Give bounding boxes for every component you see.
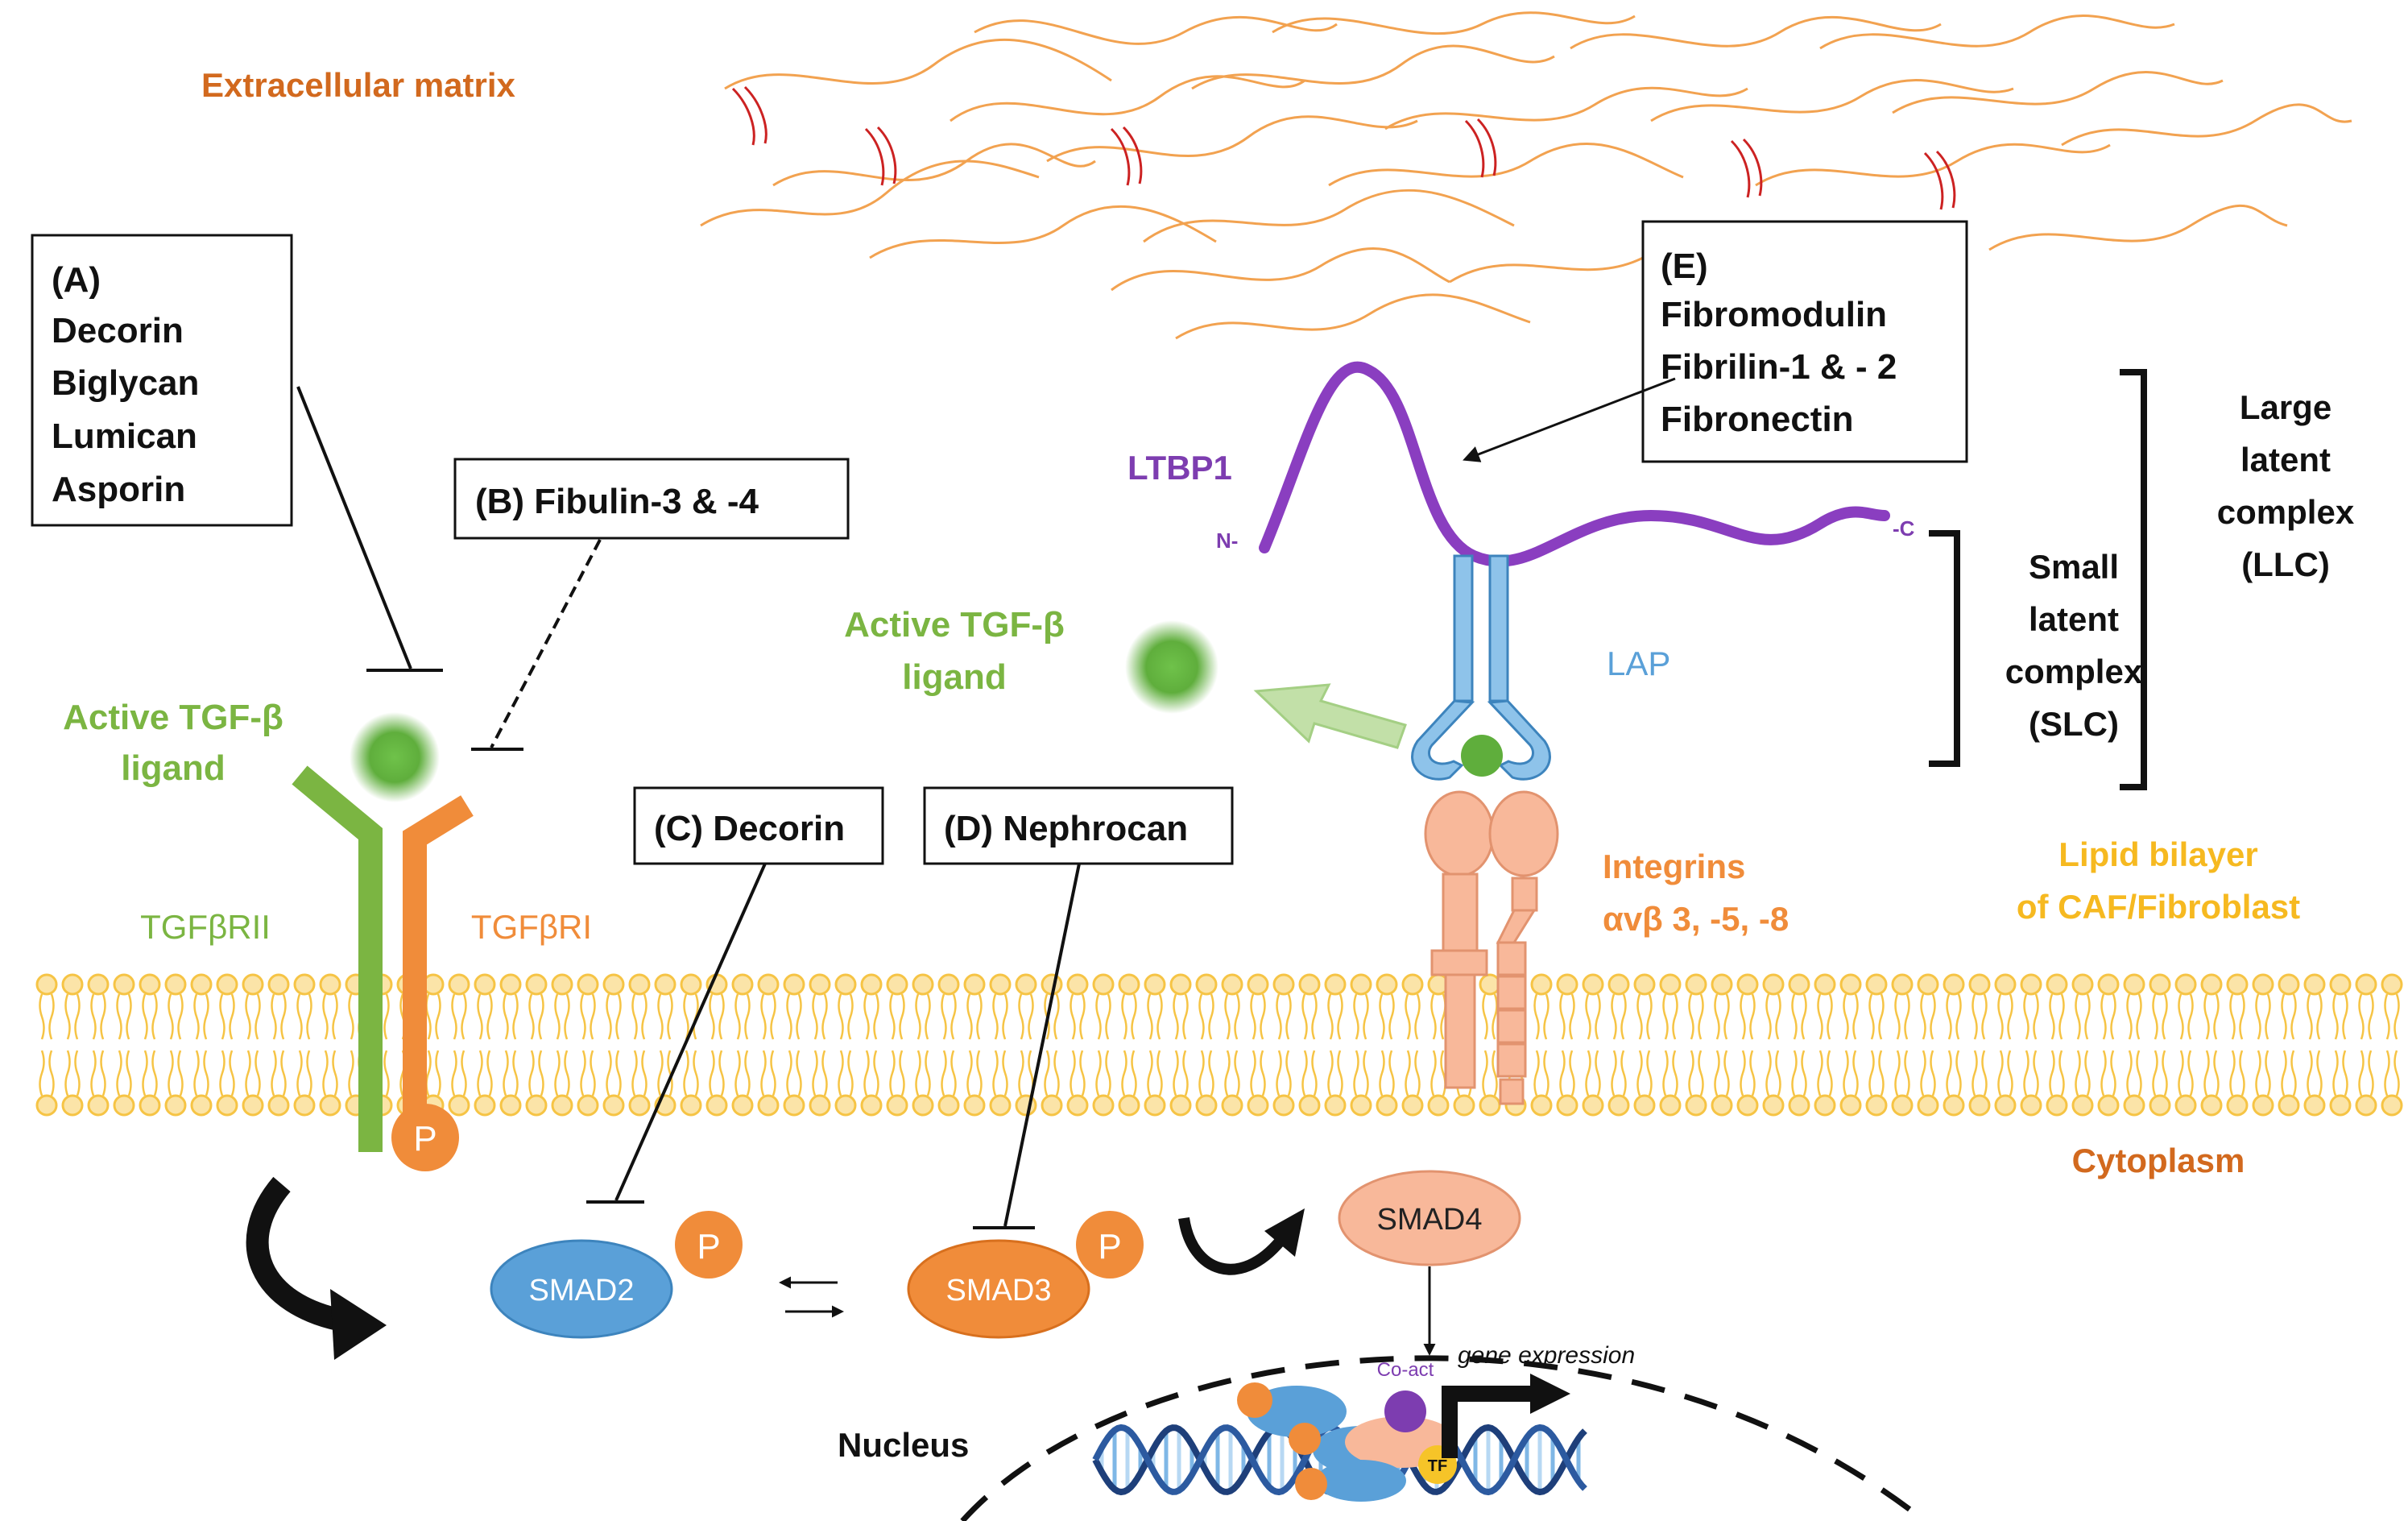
active-tgf-left-label-2: ligand [121, 748, 225, 788]
box-a-inhibitor [296, 386, 443, 672]
svg-text:(SLC): (SLC) [2029, 705, 2119, 743]
cytoplasm-label: Cytoplasm [2072, 1142, 2245, 1179]
transcription-complex: TF [1237, 1382, 1458, 1502]
llc-label: Large latent complex (LLC) [2217, 388, 2355, 583]
nucleus-label: Nucleus [838, 1426, 969, 1464]
gene-expression-label: gene expression [1458, 1342, 1635, 1369]
smad4: SMAD4 [1338, 1170, 1521, 1266]
box-b: (B) Fibulin-3 & -4 [453, 458, 850, 540]
curved-arrow-icon [1178, 1208, 1305, 1275]
smad2: SMAD2 P [490, 1211, 743, 1339]
active-tgf-left-label-1: Active TGF-β [63, 698, 283, 737]
svg-text:SMAD3: SMAD3 [946, 1274, 1052, 1308]
active-tgf-mid-label-1: Active TGF-β [844, 605, 1065, 644]
slc-label: Small latent complex (SLC) [2005, 548, 2143, 743]
co-activator [1384, 1390, 1426, 1432]
latent-tgf-beta [1461, 735, 1503, 777]
box-b-label: (B) Fibulin-3 & -4 [475, 482, 759, 521]
box-a-lumican: Lumican [52, 417, 197, 456]
box-c-inhibitor [586, 863, 767, 1204]
box-e-fibronectin: Fibronectin [1661, 400, 1854, 439]
svg-text:complex: complex [2005, 653, 2143, 690]
box-e-fibrilin: Fibrilin-1 & - 2 [1661, 347, 1897, 387]
svg-text:complex: complex [2217, 493, 2355, 531]
gene-expression-arrow-icon [1442, 1374, 1570, 1458]
tgf-beta-ligand-left [350, 712, 440, 802]
svg-text:SMAD4: SMAD4 [1377, 1203, 1483, 1237]
lipid-bilayer-label-1: Lipid bilayer [2058, 835, 2257, 873]
tgf-beta-ligand-released [1125, 620, 1218, 714]
box-a: (A) Decorin Biglycan Lumican Asporin [31, 234, 293, 527]
box-a-title: (A) [52, 260, 101, 300]
ecm-crosslinks [731, 85, 1956, 210]
svg-text:TF: TF [1428, 1457, 1447, 1475]
tgfbr1-receptor [403, 795, 474, 1120]
extracellular-matrix-label: Extracellular matrix [201, 66, 516, 104]
lipid-bilayer [35, 973, 2403, 1117]
tgfbr2-label: TGFβRII [140, 908, 271, 946]
svg-text:Small: Small [2029, 548, 2119, 586]
integrins [1424, 790, 1559, 1105]
co-act-label: Co-act [1377, 1359, 1434, 1381]
svg-text:latent: latent [2240, 441, 2331, 479]
box-d: (D) Nephrocan [923, 786, 1234, 865]
box-d-inhibitor [973, 863, 1081, 1229]
llc-bracket [2120, 369, 2147, 790]
svg-text:P: P [697, 1227, 720, 1266]
n-term-label: N- [1216, 528, 1238, 553]
reversible-arrows-icon [779, 1276, 844, 1318]
tgfbr2-receptor [292, 765, 383, 1152]
box-c-label: (C) Decorin [654, 809, 845, 848]
box-a-asporin: Asporin [52, 470, 185, 509]
lipid-bilayer-label-2: of CAF/Fibroblast [2017, 888, 2300, 926]
ecm-fibers [700, 11, 2352, 340]
smad3: SMAD3 P [907, 1211, 1144, 1339]
box-e-arrow [1463, 377, 1676, 462]
svg-text:P: P [1098, 1227, 1121, 1266]
svg-text:(LLC): (LLC) [2241, 545, 2330, 583]
svg-text:latent: latent [2029, 600, 2119, 638]
box-e: (E) Fibromodulin Fibrilin-1 & - 2 Fibron… [1641, 220, 1968, 463]
active-tgf-mid-label-2: ligand [902, 657, 1007, 697]
tgfbr1-label: TGFβRI [471, 908, 592, 946]
box-b-inhibitor [471, 539, 602, 751]
lap-label: LAP [1607, 644, 1670, 682]
box-c: (C) Decorin [633, 786, 884, 865]
curved-arrow-icon [246, 1176, 387, 1360]
box-a-biglycan: Biglycan [52, 363, 199, 403]
svg-text:Large: Large [2240, 388, 2331, 426]
lap-complex [1411, 554, 1551, 781]
box-e-fibromodulin: Fibromodulin [1661, 295, 1887, 334]
box-e-title: (E) [1661, 247, 1708, 286]
svg-text:P: P [413, 1119, 437, 1158]
box-a-decorin: Decorin [52, 311, 184, 350]
box-d-label: (D) Nephrocan [944, 809, 1188, 848]
c-term-label: -C [1893, 516, 1915, 541]
slc-bracket [1929, 530, 1960, 767]
phospho-receptor: P [391, 1104, 459, 1171]
svg-text:SMAD2: SMAD2 [529, 1274, 635, 1308]
ltbp1-chain [1259, 361, 1890, 567]
integrins-label-1: Integrins [1603, 848, 1745, 885]
release-arrow-icon [1253, 683, 1407, 749]
integrins-label-2: αvβ 3, -5, -8 [1603, 900, 1789, 938]
nuclear-envelope [960, 1355, 1927, 1521]
ltbp1-label: LTBP1 [1127, 449, 1232, 487]
